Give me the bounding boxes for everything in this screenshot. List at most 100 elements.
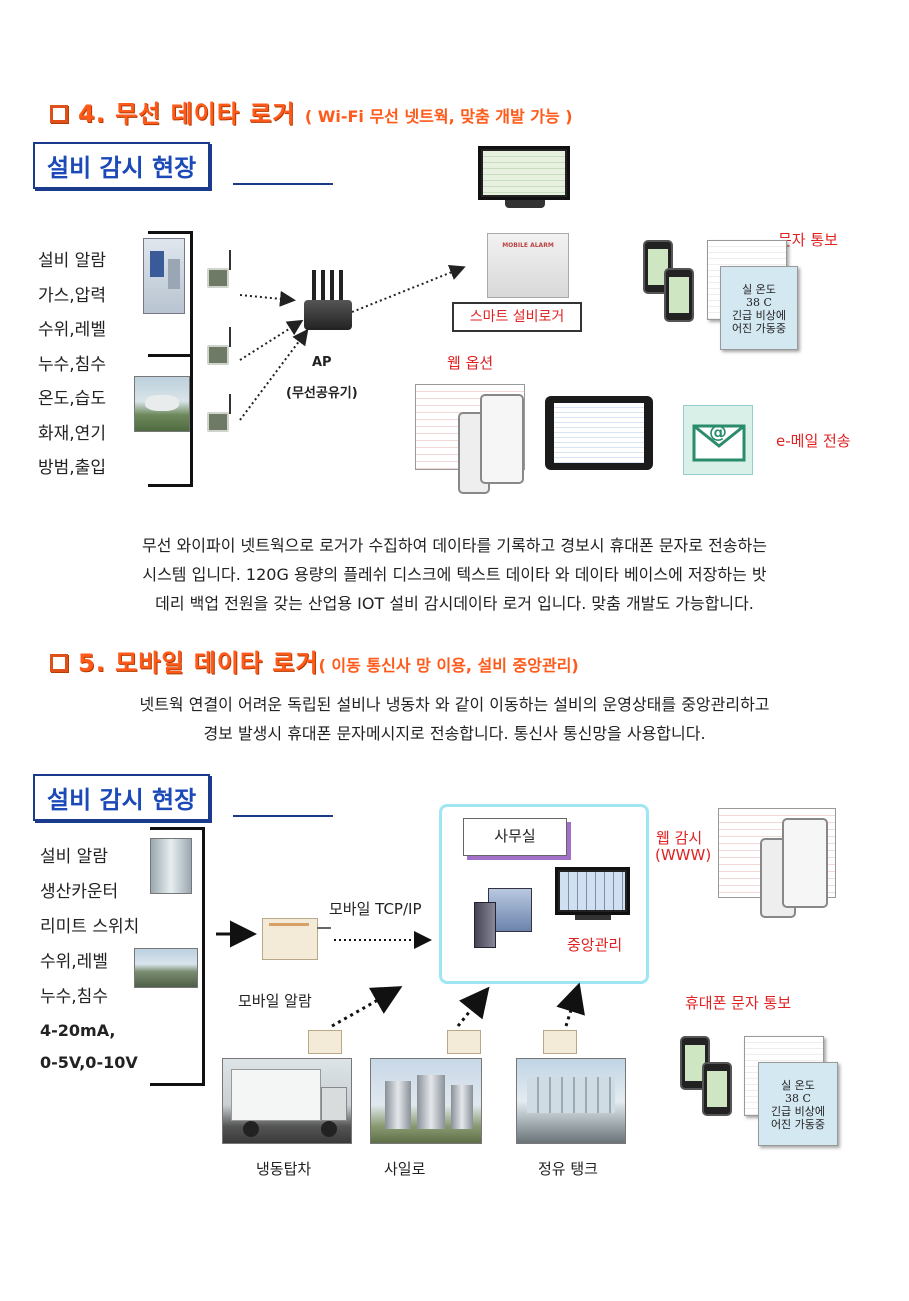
card-line: 38 C xyxy=(785,1092,811,1105)
card-line: 어진 가동중 xyxy=(731,322,787,335)
list-item: 설비 알람 xyxy=(40,847,108,867)
bracket-bottom xyxy=(148,484,193,487)
flow-arrows xyxy=(216,920,432,949)
email-icon: @ xyxy=(683,405,753,475)
card-line: 실 온도 xyxy=(742,283,776,296)
office-label: 사무실 xyxy=(463,818,567,856)
ap-sublabel: (무선공유기) xyxy=(286,386,358,401)
list-item: 가스,압력 xyxy=(38,285,106,306)
smart-logger-label: 스마트 설비로거 xyxy=(452,302,582,332)
sms-label: 휴대폰 문자 통보 xyxy=(685,994,792,1012)
bracket-line xyxy=(190,231,193,487)
section4-heading: 4. 무선 데이타 로거 ( Wi-Fi 무선 넷트웍, 맞춤 개발 가능 ) xyxy=(50,94,573,129)
alert-card: 실 온도 38 C 긴급 비상에 어진 가동중 xyxy=(720,266,798,350)
list-item: 수위,레벨 xyxy=(38,320,106,340)
monitor-stand xyxy=(505,200,545,208)
tank-photo xyxy=(134,376,190,432)
list-item: 누수,침수 xyxy=(38,354,106,375)
phone-icon xyxy=(643,240,673,294)
bracket-line xyxy=(202,827,205,1086)
list-item: 설비 알람 xyxy=(38,251,106,271)
bracket-mid xyxy=(148,354,193,357)
phone-icon xyxy=(782,818,828,908)
section5-subtitle: ( 이동 통신사 망 이용, 설비 중앙관리) xyxy=(318,656,579,675)
bracket-top xyxy=(148,231,193,234)
site-label-underline xyxy=(233,815,333,817)
list-item: 방범,출입 xyxy=(38,458,106,478)
bracket-bottom xyxy=(150,1083,205,1086)
phone-icon xyxy=(480,394,524,484)
sensor-list: 설비 알람 가스,압력 수위,레벨 누수,침수 온도,습도 화재,연기 방범,출… xyxy=(38,246,148,488)
paragraph-line: 무선 와이파이 넷트웍으로 로거가 수집하여 데이타를 기록하고 경보시 휴대폰… xyxy=(142,536,767,555)
site-label-box: 설비 감시 현장 xyxy=(33,774,211,821)
paragraph-line: 경보 발생시 휴대폰 문자메시지로 전송합니다. 통신사 통신망을 사용합니다. xyxy=(203,724,706,743)
mobile-alarm-device xyxy=(447,1030,481,1054)
tank-photo xyxy=(516,1058,626,1144)
checkbox-square-icon xyxy=(50,654,68,672)
mobile-tcp-label: 모바일 TCP/IP xyxy=(329,900,422,918)
list-item: 화재,연기 xyxy=(38,423,106,444)
wireless-sensor xyxy=(207,327,231,365)
email-label: e-메일 전송 xyxy=(776,432,851,450)
list-item: 리미트 스위치 xyxy=(40,917,140,937)
wireless-sensor xyxy=(207,250,231,288)
www-label: (WWW) xyxy=(655,846,712,864)
monitor-stand xyxy=(575,915,611,920)
card-line: 긴급 비상에 xyxy=(731,309,787,322)
web-option-label: 웹 옵션 xyxy=(447,354,494,372)
list-item: 온도,습도 xyxy=(38,389,106,409)
web-monitor-label: 웹 감시 xyxy=(656,829,703,847)
upload-arrows xyxy=(331,982,585,1028)
site-label-box: 설비 감시 현장 xyxy=(33,142,211,189)
paragraph-line: 넷트웍 연결이 어려운 독립된 설비나 냉동차 와 같이 이동하는 설비의 운영… xyxy=(139,695,770,714)
card-line: 긴급 비상에 xyxy=(770,1105,826,1118)
bracket-top xyxy=(150,827,205,830)
bridge-photo xyxy=(134,948,198,988)
silo-photo xyxy=(150,838,192,894)
list-item: 0-5V,0-10V xyxy=(40,1053,138,1072)
list-item: 누수,침수 xyxy=(40,987,108,1007)
machine-image xyxy=(143,238,185,314)
monitor-icon xyxy=(478,146,570,200)
wireless-sensor xyxy=(207,394,231,432)
card-line: 38 C xyxy=(746,296,772,309)
computer-icon xyxy=(474,888,534,950)
section5-description: 넷트웍 연결이 어려운 독립된 설비나 냉동차 와 같이 이동하는 설비의 운영… xyxy=(20,690,889,748)
ap-label: AP xyxy=(312,355,332,370)
monitor-icon xyxy=(555,867,630,915)
caption-silo: 사일로 xyxy=(384,1160,426,1178)
sms-label: 문자 통보 xyxy=(778,231,838,249)
wireless-arrows xyxy=(239,265,466,421)
phone-icon xyxy=(702,1062,732,1116)
device-label: MOBILE ALARM xyxy=(502,242,554,249)
alert-card: 실 온도 38 C 긴급 비상에 어진 가동중 xyxy=(758,1062,838,1146)
phone-icon xyxy=(664,268,694,322)
central-label: 중앙관리 xyxy=(567,936,623,954)
mobile-alarm-device xyxy=(543,1030,577,1054)
list-item: 수위,레벨 xyxy=(40,952,108,972)
mobile-alarm-label: 모바일 알람 xyxy=(238,992,312,1010)
svg-text:@: @ xyxy=(709,422,727,443)
section4-description: 무선 와이파이 넷트웍으로 로거가 수집하여 데이타를 기록하고 경보시 휴대폰… xyxy=(20,531,889,618)
silo-photo xyxy=(370,1058,482,1144)
section4-subtitle: ( Wi-Fi 무선 넷트웍, 맞춤 개발 가능 ) xyxy=(304,107,573,126)
wifi-router-icon xyxy=(304,270,352,334)
tablet-icon xyxy=(545,396,653,470)
list-item: 생산카운터 xyxy=(40,882,119,902)
card-line: 어진 가동중 xyxy=(770,1118,826,1131)
card-line: 실 온도 xyxy=(781,1079,815,1092)
sensor-list: 설비 알람 생산카운터 리미트 스위치 수위,레벨 누수,침수 4-20mA, … xyxy=(40,842,180,1081)
section5-title: 5. 모바일 데이타 로거 xyxy=(78,649,319,677)
truck-photo xyxy=(222,1058,352,1144)
paragraph-line: 데리 백업 전원을 갖는 산업용 IOT 설비 감시데이타 로거 입니다. 맞춤… xyxy=(155,594,754,613)
paragraph-line: 시스템 입니다. 120G 용량의 플레쉬 디스크에 텍스트 데이타 와 데이타… xyxy=(142,565,767,584)
caption-truck: 냉동탑차 xyxy=(256,1160,312,1178)
list-item: 4-20mA, xyxy=(40,1021,116,1040)
section4-title: 4. 무선 데이타 로거 xyxy=(78,100,296,128)
mobile-alarm-device xyxy=(262,918,331,960)
checkbox-square-icon xyxy=(50,105,68,123)
mobile-alarm-device: MOBILE ALARM xyxy=(487,233,569,298)
section5-heading: 5. 모바일 데이타 로거( 이동 통신사 망 이용, 설비 중앙관리) xyxy=(50,643,579,678)
mobile-alarm-device xyxy=(308,1030,342,1054)
site-label-underline xyxy=(233,183,333,185)
